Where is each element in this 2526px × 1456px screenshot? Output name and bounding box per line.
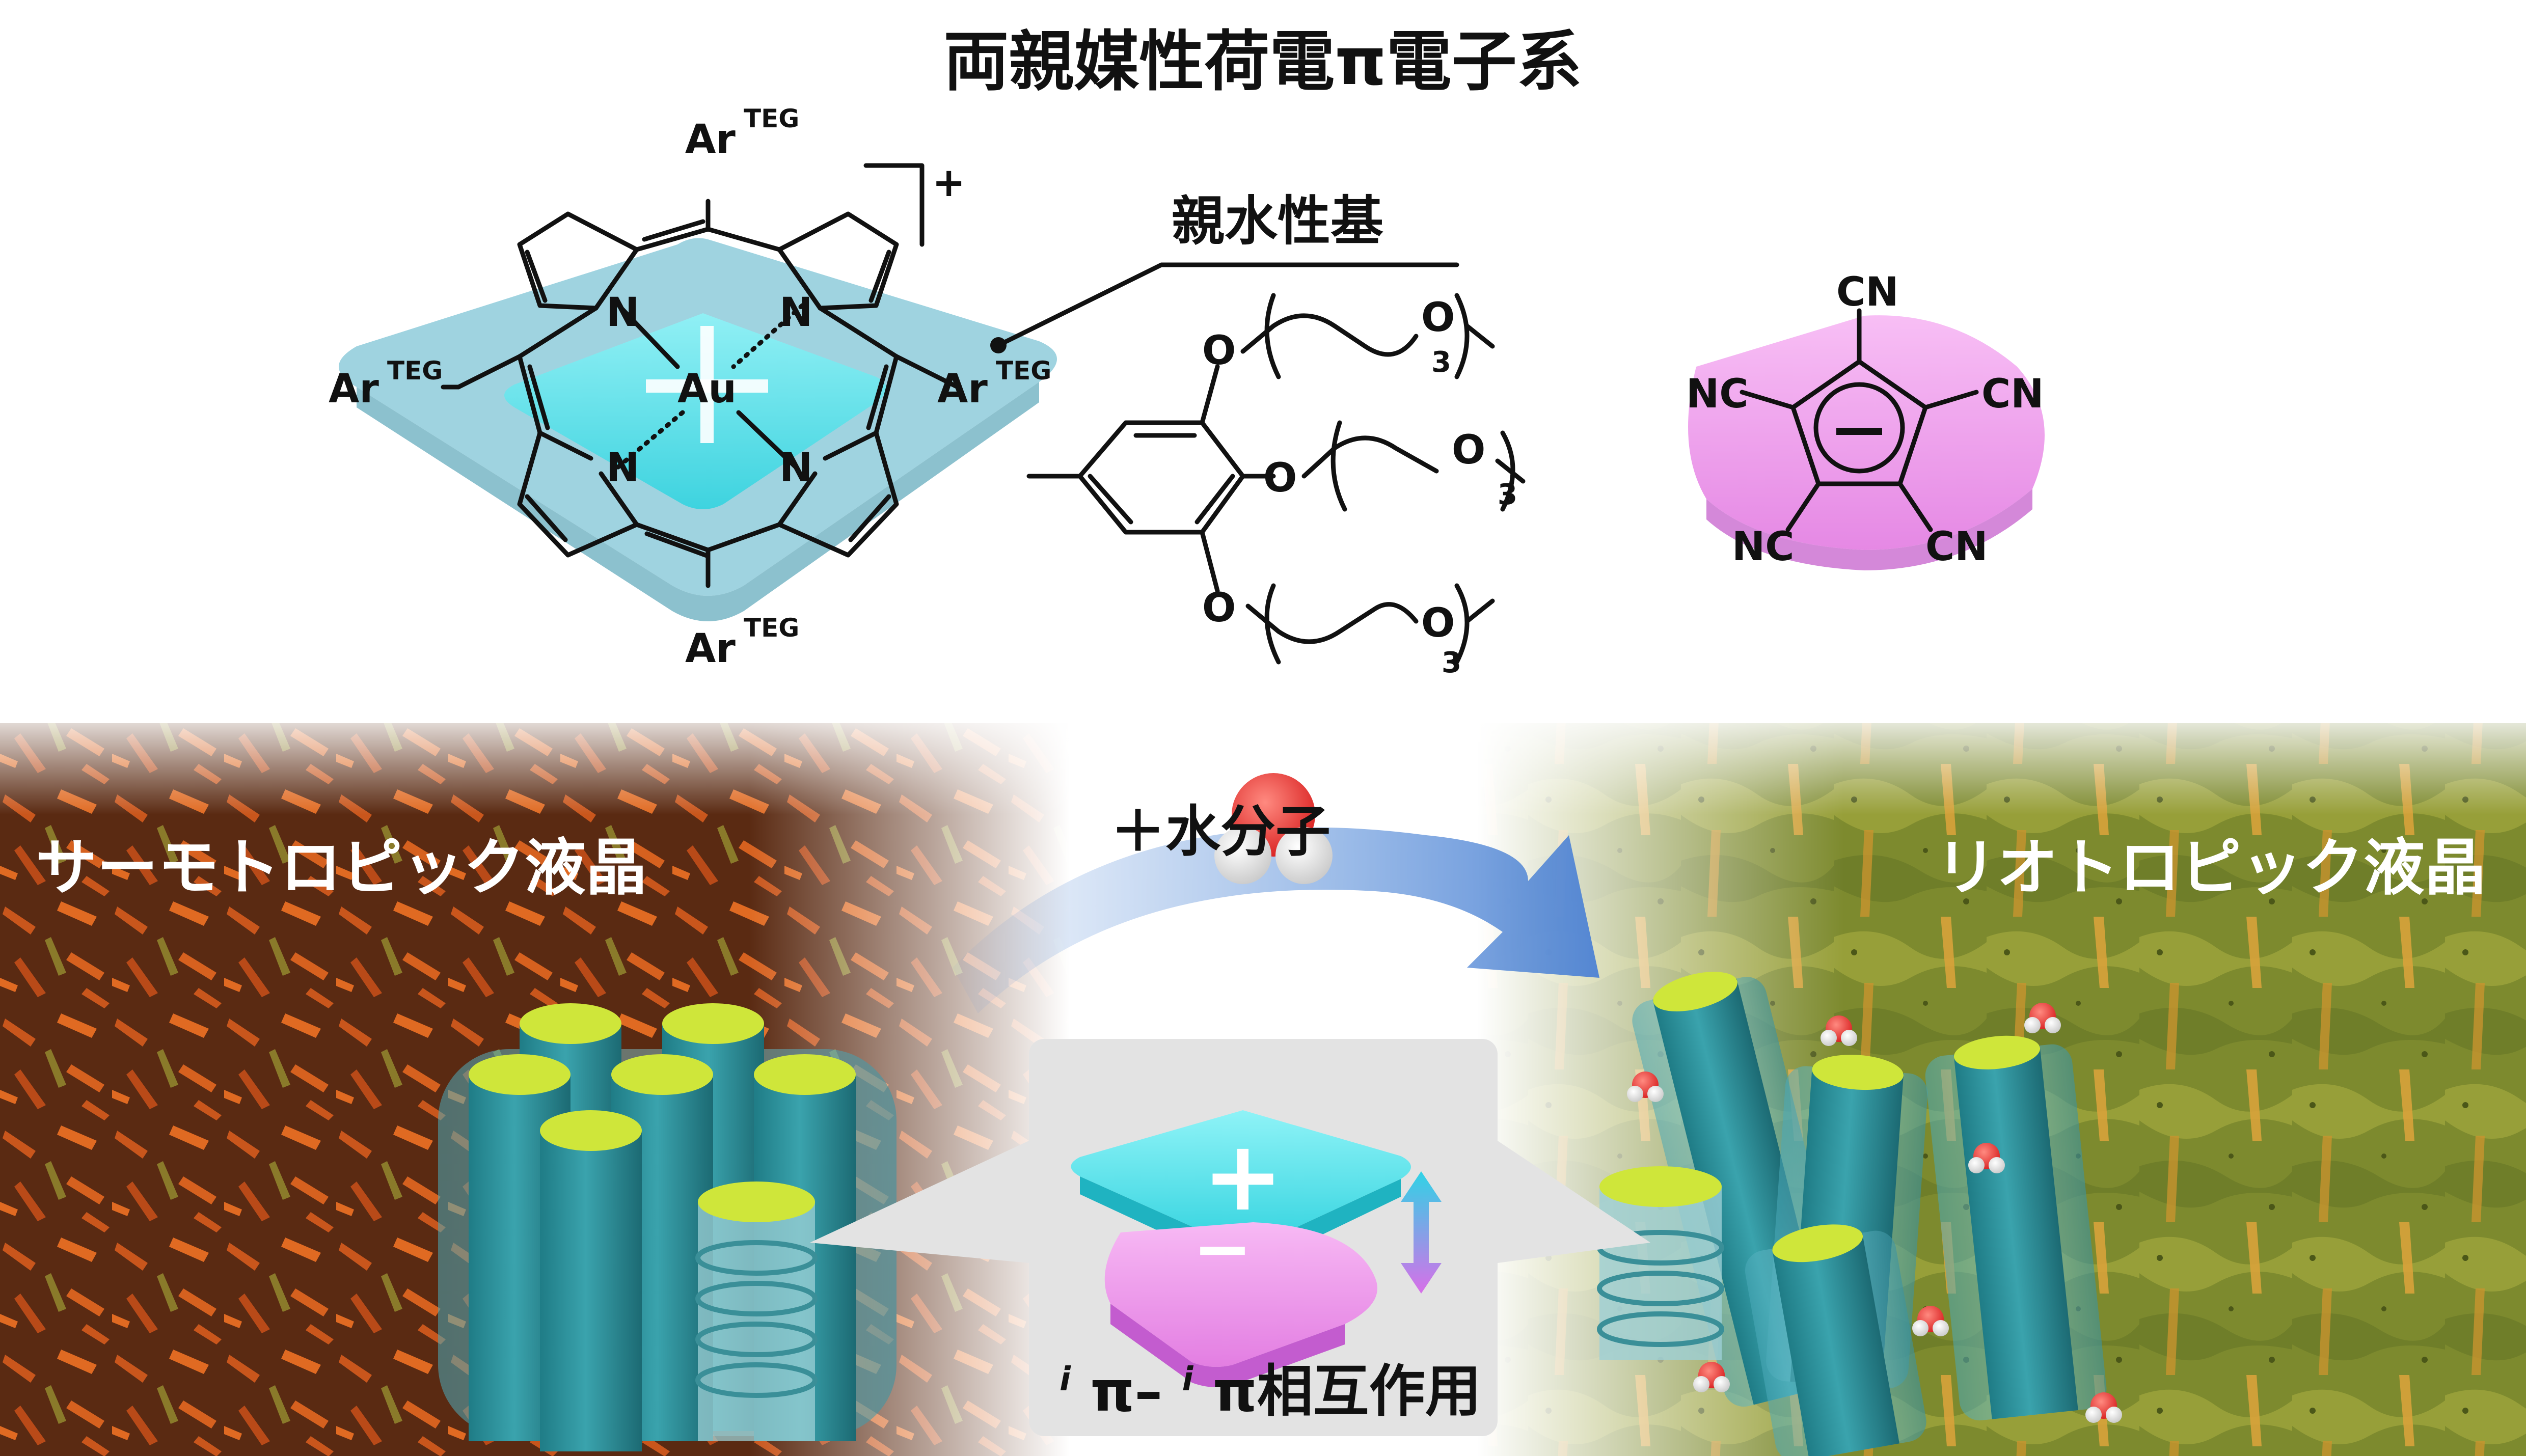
svg-text:O: O (1263, 455, 1297, 501)
cation-core (504, 313, 886, 509)
cation-plate: + (1071, 1110, 1411, 1267)
column-cylinder (540, 1110, 642, 1451)
lyotropic-column-group (1597, 972, 2107, 1456)
tilted-column (1745, 1224, 1926, 1456)
svg-text:+: + (1202, 1120, 1283, 1232)
svg-text:3: 3 (1498, 478, 1517, 511)
substituent-bottom: Ar TEG (685, 613, 799, 672)
porphyrin-charge: + (932, 160, 965, 206)
double-arrow-icon (1401, 1171, 1442, 1294)
cyano-top: CN (1836, 269, 1899, 315)
thermotropic-column-bundle (438, 1003, 897, 1451)
stacked-disc-column-lyotropic (1597, 1166, 1724, 1360)
cyano-left: NC (1686, 371, 1749, 417)
svg-text:O: O (1421, 295, 1455, 341)
nitrogen-labels: N N N N (606, 290, 812, 491)
cyano-bottom-left: NC (1732, 524, 1795, 570)
lyotropic-lc-label: リオトロピック液晶 (1936, 833, 2486, 903)
substituent-top: Ar TEG (685, 104, 799, 162)
svg-text:Ar: Ar (685, 626, 736, 672)
interaction-callout: + − i π– i π相互作用 (810, 1039, 1650, 1436)
svg-text:TEG: TEG (387, 356, 443, 386)
pentacyano-anion-structure: CN NC CN NC CN (1686, 269, 2045, 570)
gold-atom-label: Au (677, 366, 737, 412)
svg-text:TEG: TEG (744, 613, 799, 643)
water-molecules-scattered (1627, 1003, 2122, 1423)
cyano-bottom-right: CN (1925, 524, 1988, 570)
svg-text:O: O (1202, 328, 1236, 374)
teg-oxygens: O O O O O O (1202, 295, 1485, 646)
water-molecule-icon (1214, 773, 1333, 884)
svg-text:O: O (1452, 427, 1485, 473)
substituent-right: Ar TEG (937, 356, 1051, 412)
hydrophilic-group: 親水性基 O O O O O O (990, 190, 1526, 679)
interaction-label: i π– i π相互作用 (1060, 1338, 1481, 1424)
stacked-disc-column (695, 1182, 818, 1441)
svg-text:3: 3 (1442, 646, 1461, 679)
svg-text:Ar: Ar (685, 117, 736, 162)
teg-repeat-brackets: 3 3 3 (1264, 293, 1517, 679)
water-addition-label: ＋水分子 (1110, 800, 1330, 864)
svg-text:−: − (1192, 1207, 1252, 1290)
svg-text:N: N (606, 445, 639, 491)
svg-text:N: N (779, 445, 812, 491)
gold-porphyrin-structure: + N N N N Au Ar TEG Ar TEG Ar TEG Ar TEG (329, 104, 1057, 672)
svg-text:O: O (1421, 600, 1455, 646)
page-title: 両親媒性荷電π電子系 (943, 24, 1582, 100)
svg-text:TEG: TEG (744, 104, 799, 133)
svg-text:3: 3 (1431, 346, 1451, 379)
svg-text:O: O (1202, 585, 1236, 631)
svg-text:Ar: Ar (329, 366, 379, 412)
svg-text:N: N (606, 290, 639, 336)
svg-text:Ar: Ar (937, 366, 988, 412)
tilted-column (1925, 1035, 2107, 1421)
thermotropic-lc-label: サーモトロピック液晶 (36, 833, 647, 903)
transition-arrow (953, 827, 1599, 1013)
cyano-right: CN (1981, 371, 2044, 417)
hydrophilic-label: 親水性基 (1172, 190, 1383, 252)
svg-text:TEG: TEG (996, 356, 1051, 386)
svg-text:N: N (779, 290, 812, 336)
anion-plate-callout: − (1104, 1207, 1377, 1387)
substituent-left: Ar TEG (329, 356, 461, 412)
